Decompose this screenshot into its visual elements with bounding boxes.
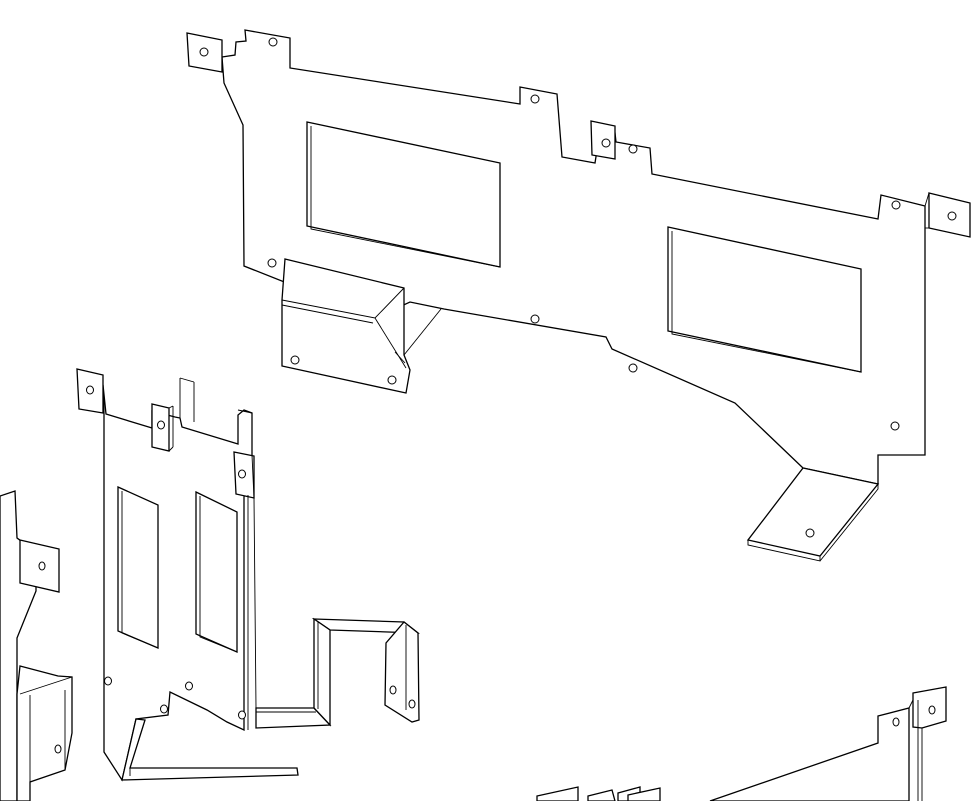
hole [104,676,112,686]
bracket-large [186,29,971,562]
bracket-small-u-ear [384,621,420,723]
hole [160,704,168,714]
hole [928,705,936,715]
hole [892,717,900,727]
hole [238,710,246,720]
bracket-mid-left [76,368,332,782]
hole [185,681,193,691]
hole [805,528,815,538]
bracket-small-u [311,617,420,727]
bracket-large-foot [746,467,880,557]
bracket-partial-left [0,490,73,801]
hole [86,385,94,395]
hole [38,561,46,571]
hole [267,258,277,268]
hole [238,469,246,479]
hole [530,314,540,324]
hole [54,744,62,754]
hole [891,200,901,210]
hole [199,47,209,57]
hole [890,421,900,431]
hole [530,94,540,104]
hole [628,363,638,373]
bracket-mid-left-plate [102,384,253,782]
bracket-mid-left-foot [121,718,299,781]
hole [268,37,278,47]
hole [389,685,397,695]
bracket-small-u-side [313,617,331,727]
bracket-large-flange-left [281,258,411,394]
bracket-large-plate [221,29,926,485]
hole [387,375,397,385]
hole [290,355,300,365]
hole [408,699,416,709]
hole [157,420,165,430]
hole [628,144,638,154]
bracket-partial-bottom-right [536,686,947,801]
hole [947,211,957,221]
hole [601,138,611,148]
